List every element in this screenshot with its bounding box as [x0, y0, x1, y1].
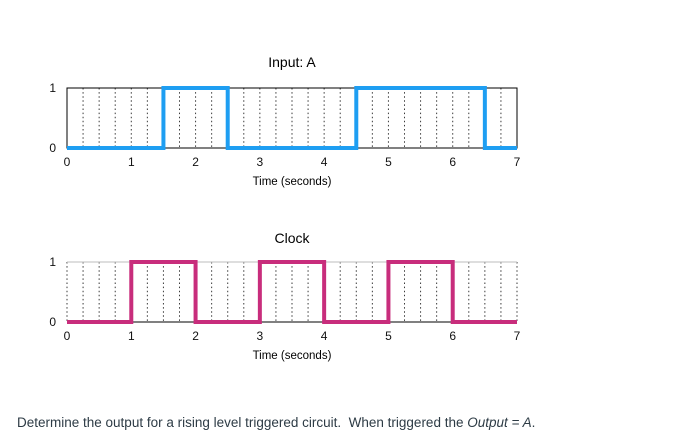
- question-text: Determine the output for a rising level …: [17, 415, 677, 430]
- question-text-italic: Output = A: [467, 414, 532, 430]
- x-axis-label-clock: Time (seconds): [252, 350, 332, 362]
- input-a-signal: [67, 86, 517, 150]
- x-tick-label: 3: [257, 329, 264, 343]
- x-tick-label: 2: [192, 155, 199, 169]
- x-tick-label: 1: [128, 155, 135, 169]
- chart-title-input-a: Input: A: [268, 54, 316, 70]
- x-tick-label: 0: [64, 329, 71, 343]
- x-tick-label: 7: [514, 155, 521, 169]
- x-tick-label: 7: [514, 329, 521, 343]
- x-tick-label: 6: [449, 329, 456, 343]
- x-tick-label: 3: [257, 155, 264, 169]
- y-tick-label: 0: [49, 315, 56, 329]
- question-text-main: Determine the output for a rising level …: [17, 414, 468, 430]
- x-tick-label: 4: [321, 329, 328, 343]
- y-tick-label: 0: [49, 141, 56, 155]
- x-tick-label: 0: [64, 155, 71, 169]
- y-tick-label: 1: [49, 82, 56, 95]
- x-tick-label: 2: [192, 329, 199, 343]
- x-tick-label: 1: [128, 329, 135, 343]
- x-tick-label: 4: [321, 155, 328, 169]
- input-a-waveform-plot: 0 1 2 3 4 5 6 7 1 0: [49, 82, 521, 169]
- x-axis-label-input-a: Time (seconds): [252, 176, 332, 188]
- question-text-period: .: [531, 414, 536, 430]
- x-tick-label: 5: [385, 155, 392, 169]
- clock-signal: [67, 260, 517, 324]
- y-tick-label: 1: [49, 256, 56, 269]
- chart-title-clock: Clock: [274, 230, 310, 246]
- x-tick-label: 6: [449, 155, 456, 169]
- clock-waveform-plot: 0 1 2 3 4 5 6 7 1 0: [49, 256, 521, 343]
- x-tick-label: 5: [385, 329, 392, 343]
